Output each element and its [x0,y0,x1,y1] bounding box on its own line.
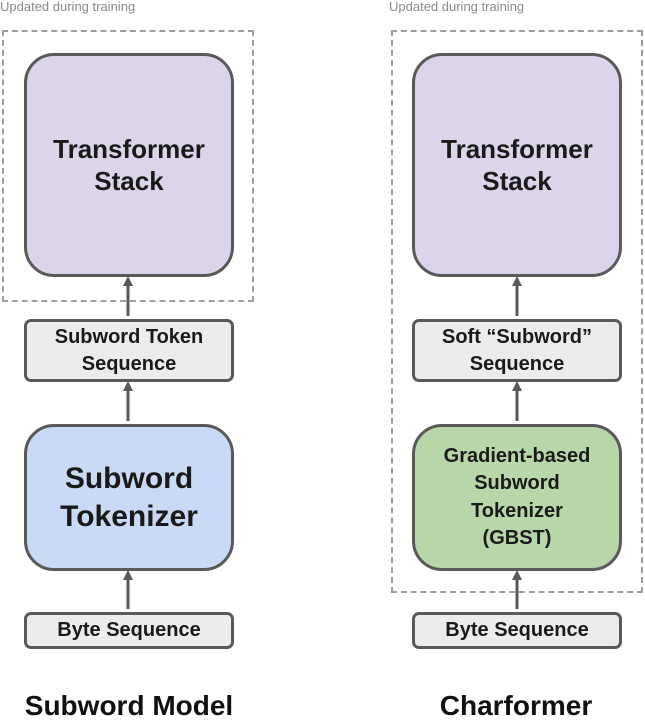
left-byte-sequence: Byte Sequence [24,612,234,649]
left-subword-tokenizer: Subword Tokenizer [24,424,234,571]
left-token-sequence-label: Subword Token Sequence [54,325,204,375]
left-byte-sequence-label: Byte Sequence [57,619,201,641]
left-transformer-label: Transformer Stack [53,134,205,196]
left-title: Subword Model [24,690,234,721]
right-gbst-tokenizer: Gradient-based Subword Tokenizer (GBST) [412,424,622,571]
right-token-sequence-label: Soft “Subword” Sequence [442,325,592,375]
right-tokenizer-label: Gradient-based Subword Tokenizer (GBST) [443,444,591,550]
right-title: Charformer [439,690,593,721]
right-byte-sequence-label: Byte Sequence [445,619,589,641]
left-updated-caption: Updated during training [0,0,136,14]
right-soft-subword-sequence: Soft “Subword” Sequence [412,319,622,382]
left-transformer-stack: Transformer Stack [24,53,234,277]
right-transformer-stack: Transformer Stack [412,53,622,277]
left-tokenizer-label: Subword Tokenizer [60,461,198,533]
right-byte-sequence: Byte Sequence [412,612,622,649]
right-transformer-label: Transformer Stack [441,134,593,196]
right-updated-caption: Updated during training [389,0,525,14]
left-subword-token-sequence: Subword Token Sequence [24,319,234,382]
